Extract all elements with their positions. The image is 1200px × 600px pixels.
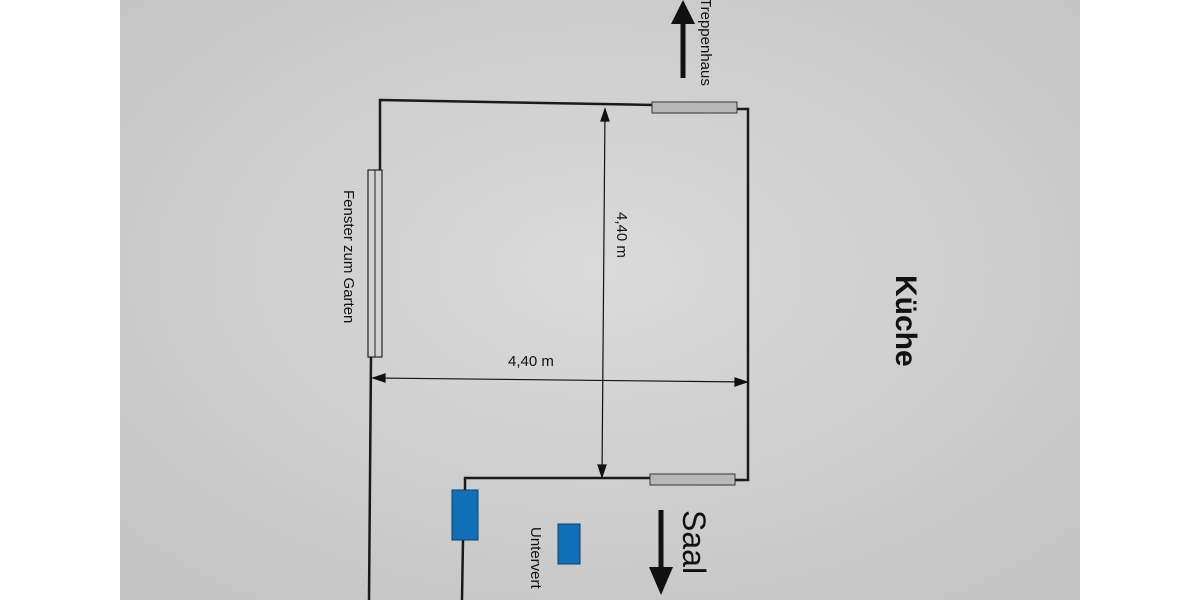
subdistribution-label: Untervert <box>527 527 544 590</box>
paper <box>120 0 1080 600</box>
width-dimension <box>371 373 749 387</box>
hall-label: Saal <box>676 510 712 574</box>
stairwell-arrow-icon <box>671 0 695 78</box>
hall-arrow-icon <box>649 510 673 595</box>
door-hall <box>649 473 736 486</box>
door-stairwell <box>651 101 738 114</box>
depth-dimension-label: 4,40 m <box>613 212 630 258</box>
blue-fixture-wall <box>451 489 479 541</box>
depth-dimension <box>597 107 610 479</box>
kitchen-label: Küche <box>889 275 922 367</box>
walls <box>367 98 750 600</box>
subdistribution-box <box>557 523 581 565</box>
width-dimension-label: 4,40 m <box>508 353 554 370</box>
stairwell-label: Treppenhaus <box>697 0 714 86</box>
window-label: Fenster zum Garten <box>340 190 357 323</box>
